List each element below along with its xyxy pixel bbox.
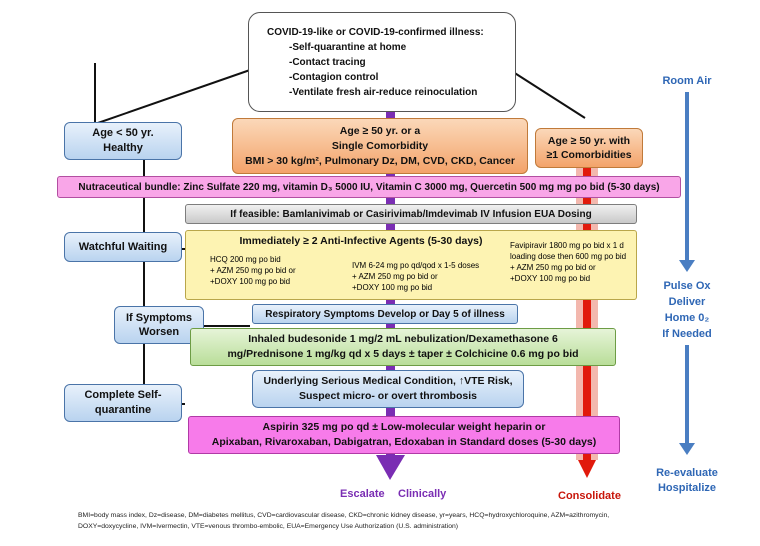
initial-item: -Contact tracing — [289, 56, 366, 68]
clinically-label: Clinically — [398, 488, 447, 500]
connector-worsen-h — [185, 325, 250, 327]
initial-illness-title: COVID-19-like or COVID-19-confirmed illn… — [267, 26, 484, 38]
reevaluate-label: Re-evaluate Hospitalize — [656, 467, 718, 494]
connector-left-vertical — [143, 160, 145, 420]
initial-item: -Self-quarantine at home — [289, 41, 407, 53]
consolidate-label: Consolidate — [558, 490, 621, 502]
initial-item: -Contagion control — [289, 71, 379, 83]
budesonide-box: Inhaled budesonide 1 mg/2 mL nebulizatio… — [190, 328, 616, 366]
antibody-infusion-bar: If feasible: Bamlanivimab or Casirivimab… — [185, 204, 637, 224]
anti-infective-title: Immediately ≥ 2 Anti-Infective Agents (5… — [239, 235, 483, 247]
if-symptoms-worsen-box: If Symptoms Worsen — [114, 306, 204, 344]
connector-top-left — [94, 63, 96, 125]
anti-infective-hcq: HCQ 200 mg po bid + AZM 250 mg po bid or… — [210, 255, 296, 286]
complete-quarantine-box: Complete Self- quarantine — [64, 384, 182, 422]
initial-illness-box: COVID-19-like or COVID-19-confirmed illn… — [248, 12, 516, 112]
watchful-waiting-box: Watchful Waiting — [64, 232, 182, 262]
pulse-ox-label: Pulse Ox Deliver Home 0₂ If Needed — [662, 280, 712, 340]
age-over-50-multi-box: Age ≥ 50 yr. with ≥1 Comorbidities — [535, 128, 643, 168]
initial-item: -Ventilate fresh air-reduce reinoculatio… — [289, 86, 478, 98]
room-air-label: Room Air — [648, 75, 726, 87]
anti-infective-favipiravir: Favipiravir 1800 mg po bid x 1 d loading… — [510, 240, 627, 284]
anti-infective-ivm: IVM 6-24 mg po qd/qod x 1-5 doses + AZM … — [352, 261, 480, 292]
footnote: BMI=body mass index, Dz=disease, DM=diab… — [78, 512, 610, 530]
escalate-label: Escalate — [340, 488, 385, 500]
age-over-50-single-box: Age ≥ 50 yr. or a Single Comorbidity BMI… — [232, 118, 528, 174]
anticoagulation-box: Aspirin 325 mg po qd ± Low-molecular wei… — [188, 416, 620, 454]
nutraceutical-bundle-bar: Nutraceutical bundle: Zinc Sulfate 220 m… — [57, 176, 681, 198]
underlying-condition-box: Underlying Serious Medical Condition, ↑V… — [252, 370, 524, 408]
respiratory-symptoms-box: Respiratory Symptoms Develop or Day 5 of… — [252, 304, 518, 324]
age-under-50-box: Age < 50 yr. Healthy — [64, 122, 182, 160]
